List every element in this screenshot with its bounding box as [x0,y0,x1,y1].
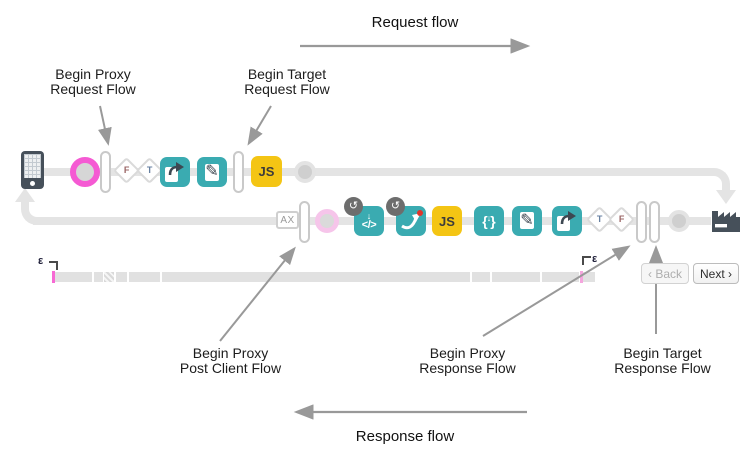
response-flow-corner [21,203,43,225]
begin-proxy-post-client-pointer-arrow [219,246,296,342]
label-line: Begin Proxy [55,66,131,82]
client-smartphone-icon [21,151,44,189]
javascript-policy-icon-response[interactable]: JS [432,206,462,236]
timeline-segment[interactable] [129,272,160,282]
refresh-glyph: ↺ [348,200,359,212]
condition-true-label: T [596,214,603,224]
condition-false-label: F [618,214,625,224]
target-backend-factory-icon [709,206,743,238]
timeline-segment[interactable] [162,272,470,282]
next-button-label: Next › [699,266,732,281]
page-icon [520,212,534,229]
begin-target-request-pointer-arrow [247,105,272,146]
js-label: JS [439,213,455,229]
condition-true-label: T [146,165,153,175]
request-flow-corner [708,168,730,190]
code-tags-icon: </> [361,218,377,231]
label-begin-target-request-flow: Begin Target Request Flow [222,67,352,97]
response-flow-title: Response flow [355,428,455,445]
epsilon-bracket-left [49,261,58,270]
brace-open: { [482,213,488,229]
begin-target-response-flow-bar[interactable] [649,201,660,243]
begin-proxy-response-pointer-arrow [482,245,631,337]
timeline-segment[interactable] [94,272,103,282]
response-flow-arrowhead-icon [15,188,35,202]
condition-false-label: F [123,165,130,175]
label-line: Response Flow [419,360,516,376]
callout-policy-icon[interactable]: ↺ [386,197,426,236]
epsilon-marker-left: ε [38,255,44,267]
label-line: Begin Target [247,66,327,82]
label-line: Request Flow [50,81,136,97]
response-flow-start-dot[interactable] [668,210,690,232]
epsilon-bracket-right [582,256,591,265]
phone-screen [24,154,41,178]
label-line: Post Client Flow [179,360,282,376]
request-flow-arrowhead-icon [716,190,736,204]
label-begin-target-response-flow: Begin Target Response Flow [590,346,735,376]
label-line: Begin Target [623,345,702,361]
label-line: Begin Proxy [192,345,269,361]
timeline-segment[interactable] [583,272,595,282]
braces-icon: { ↓ } [482,212,496,229]
refresh-badge-icon: ↺ [386,197,405,216]
phone-home-button [30,181,35,186]
timeline-segment-hatched[interactable] [104,272,114,282]
timeline-segment[interactable] [472,272,490,282]
timeline-segment[interactable] [492,272,540,282]
down-arrow-icon: ↓ [366,210,372,221]
label-begin-proxy-post-client-flow: Begin Proxy Post Client Flow [158,346,303,376]
share-arrow-icon [557,211,576,231]
refresh-badge-icon: ↺ [344,197,363,216]
page-icon [205,164,219,181]
request-flow-end-dot[interactable] [294,161,316,183]
back-button-label: ‹ Back [647,266,682,281]
timeline-segment[interactable] [55,272,92,282]
refresh-glyph: ↺ [390,200,401,212]
down-arrow-icon: ↓ [486,212,492,223]
code-policy-icon[interactable]: ↓ </> ↺ [344,197,384,236]
brace-close: } [490,213,496,229]
timeline-tick-start[interactable] [52,271,55,283]
label-line: Begin Proxy [429,345,506,361]
edit-policy-icon-response[interactable]: ✎ [512,206,542,236]
begin-proxy-post-client-flow-bar[interactable] [299,201,310,243]
request-flow-title: Request flow [371,14,459,31]
extract-variables-policy-icon[interactable]: { ↓ } [474,206,504,236]
timeline-tick-end[interactable] [580,271,583,283]
request-flow-drop [722,186,730,192]
pencil-icon: ✎ [205,163,219,180]
pencil-icon: ✎ [520,212,534,229]
ax-label: AX [280,214,295,226]
label-begin-proxy-response-flow: Begin Proxy Response Flow [395,346,540,376]
js-label: JS [258,164,275,179]
epsilon-marker-right: ε [592,253,598,265]
request-flow-line [43,168,708,176]
edit-policy-icon[interactable]: ✎ [197,157,227,187]
assign-message-policy-icon-response[interactable] [552,206,582,236]
begin-target-request-flow-bar[interactable] [233,151,244,193]
code-glyph: ↓ </> [361,210,377,231]
timeline-segment[interactable] [542,272,579,282]
begin-proxy-request-pointer-arrow [97,105,112,146]
condition-diamond-true[interactable]: T [136,157,163,184]
timeline-segment[interactable] [116,272,127,282]
label-begin-proxy-request-flow: Begin Proxy Request Flow [28,67,158,97]
proxy-request-start-ring[interactable] [70,157,100,187]
callout-arrow-icon [401,210,423,230]
next-button[interactable]: Next › [693,263,739,284]
label-line: Response Flow [614,360,711,376]
label-line: Request Flow [244,81,330,97]
begin-proxy-request-flow-bar[interactable] [100,151,111,193]
post-client-start-ring[interactable] [315,209,339,233]
begin-proxy-response-flow-bar[interactable] [636,201,647,243]
javascript-policy-icon-request[interactable]: JS [251,156,282,187]
back-button[interactable]: ‹ Back [641,263,689,284]
assign-message-policy-icon[interactable] [160,157,190,187]
response-flow-rise [21,200,29,205]
condition-diamond-false-response[interactable]: F [608,206,635,233]
share-arrow-icon [165,162,184,182]
analytics-step[interactable]: AX [276,211,299,229]
